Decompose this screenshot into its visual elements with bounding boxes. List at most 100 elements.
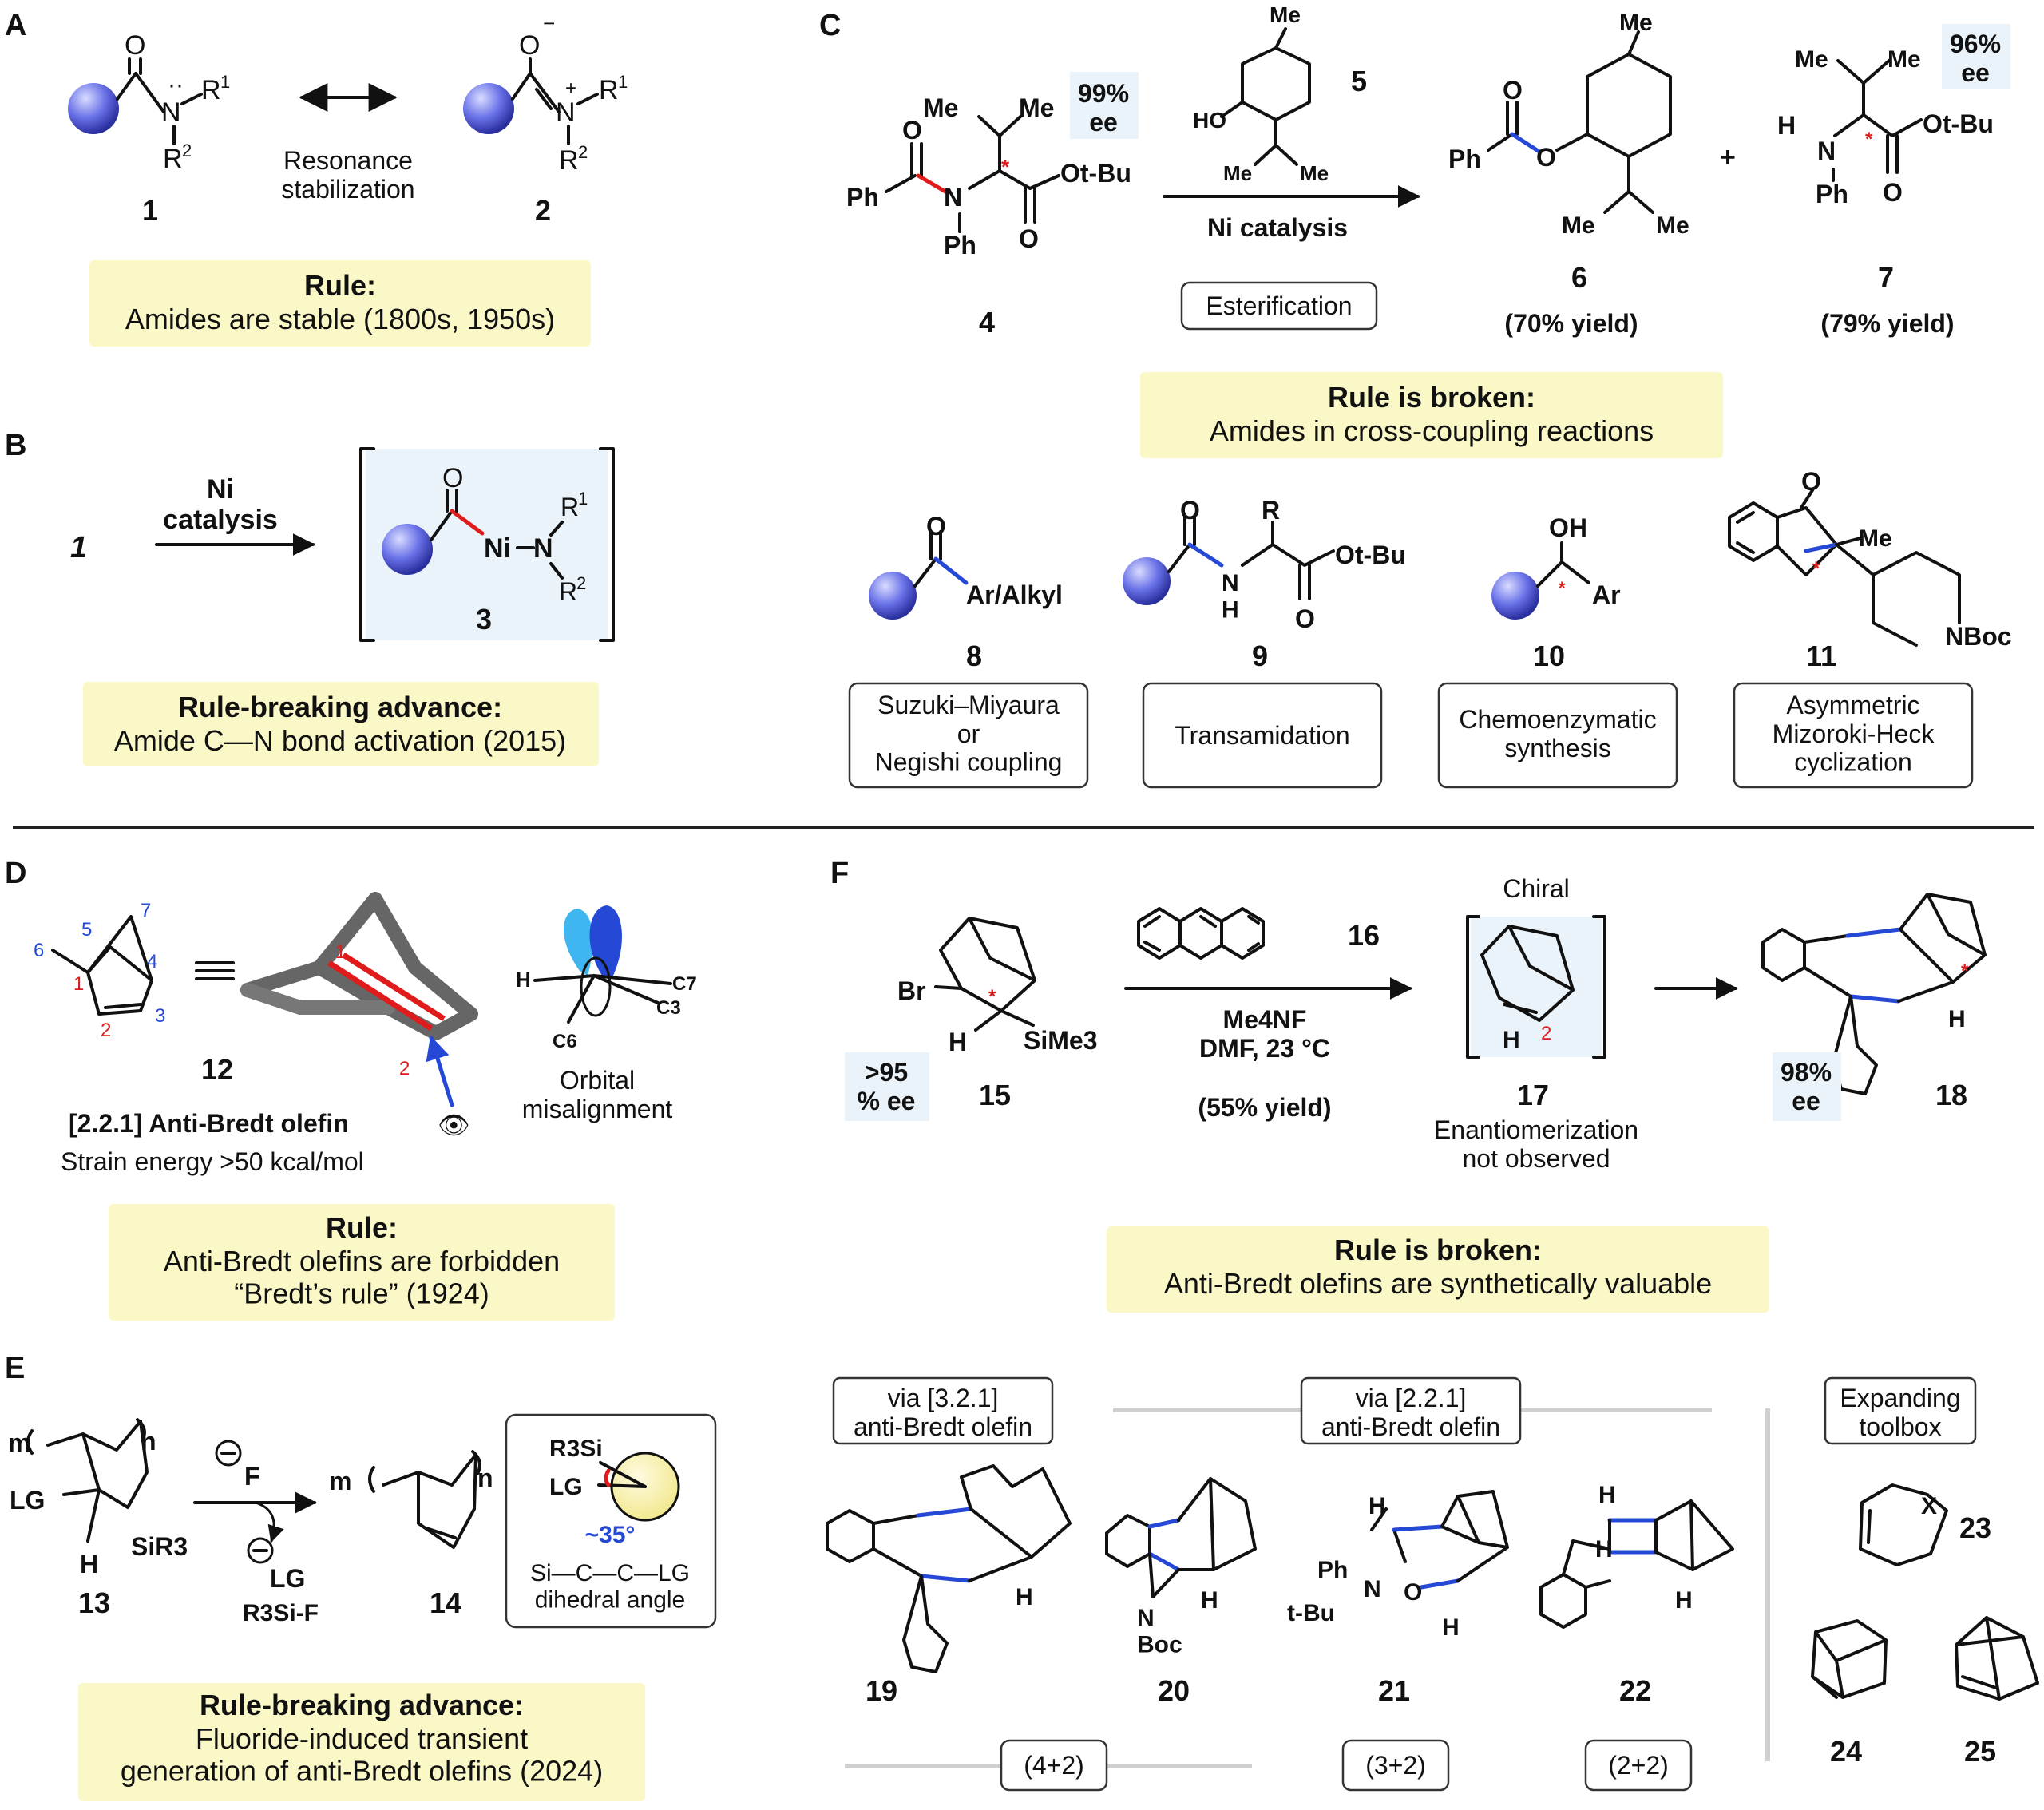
svg-text:SiMe3: SiMe3 xyxy=(1024,1026,1097,1055)
svg-text:O: O xyxy=(1404,1579,1422,1606)
compound-10: 10 xyxy=(1533,640,1565,672)
compound-25: 25 xyxy=(1964,1735,1996,1768)
svg-text:O: O xyxy=(1019,224,1039,253)
svg-text:Chiral: Chiral xyxy=(1503,874,1570,903)
svg-text:*: * xyxy=(1812,558,1820,580)
svg-text:*: * xyxy=(1001,155,1010,179)
rule-note-d xyxy=(109,1204,615,1321)
svg-text:C6: C6 xyxy=(553,1031,577,1052)
svg-text:Rule is broken:: Rule is broken: xyxy=(1328,381,1535,414)
compound-1: 1 xyxy=(142,194,158,227)
svg-text:Esterification: Esterification xyxy=(1206,291,1352,320)
svg-text:R: R xyxy=(559,577,577,606)
svg-text:H: H xyxy=(1598,1482,1616,1508)
compound-21: 21 xyxy=(1378,1674,1410,1707)
svg-text:(2+2): (2+2) xyxy=(1608,1751,1669,1780)
svg-text:Me: Me xyxy=(1562,212,1595,239)
svg-text:Rule:: Rule: xyxy=(326,1211,398,1244)
svg-text:Ot-Bu: Ot-Bu xyxy=(1923,109,1994,138)
compound-15: 15 xyxy=(979,1079,1011,1111)
svg-text:5: 5 xyxy=(81,919,92,941)
ee-highlight-7 xyxy=(1942,24,2010,89)
compound-8: 8 xyxy=(966,640,982,672)
compound-5: 5 xyxy=(1351,65,1367,97)
svg-text:O: O xyxy=(1883,178,1903,207)
svg-text:N: N xyxy=(533,533,553,564)
svg-text:H: H xyxy=(1595,1536,1613,1562)
svg-text:1: 1 xyxy=(335,941,346,963)
svg-text:2: 2 xyxy=(182,141,192,160)
svg-text:1: 1 xyxy=(618,72,628,92)
intermediate-highlight-17 xyxy=(1471,917,1602,1057)
svg-text:O: O xyxy=(1180,496,1200,525)
example-box-8 xyxy=(848,682,1089,789)
svg-text:R: R xyxy=(561,493,579,521)
svg-text:O: O xyxy=(902,116,922,145)
ee-highlight-4 xyxy=(1070,72,1139,139)
svg-text:Ni catalysis: Ni catalysis xyxy=(1207,213,1348,242)
advance-note-b xyxy=(83,682,599,766)
svg-text:HO: HO xyxy=(1193,108,1226,133)
p-orbital-lobe xyxy=(563,909,593,976)
svg-text:Me: Me xyxy=(1619,10,1653,36)
svg-text:··: ·· xyxy=(168,72,184,98)
svg-text:O: O xyxy=(926,512,946,541)
svg-text:1: 1 xyxy=(73,973,84,995)
svg-text:Me: Me xyxy=(1795,46,1828,73)
svg-text:F: F xyxy=(244,1462,260,1491)
svg-text:2: 2 xyxy=(101,1020,111,1041)
svg-text:2: 2 xyxy=(576,573,586,593)
svg-text:OH: OH xyxy=(1549,513,1587,542)
compound-23: 23 xyxy=(1959,1511,1991,1544)
svg-text:LG: LG xyxy=(549,1474,583,1500)
svg-text:Amide C—N bond activation (201: Amide C—N bond activation (2015) xyxy=(114,724,566,757)
svg-text:Ar: Ar xyxy=(1592,580,1621,609)
svg-text:7: 7 xyxy=(141,900,151,921)
example-box-9 xyxy=(1142,682,1383,789)
svg-text:NBoc: NBoc xyxy=(1945,622,2012,651)
svg-text:2: 2 xyxy=(578,142,588,162)
svg-text:n: n xyxy=(477,1463,493,1492)
substituent-sphere xyxy=(1491,572,1539,620)
compound-3: 3 xyxy=(476,603,492,636)
svg-text:3: 3 xyxy=(155,1005,165,1027)
broken-note-f xyxy=(1107,1226,1769,1313)
ee-highlight-15 xyxy=(845,1052,929,1121)
svg-text:Ph: Ph xyxy=(1317,1557,1348,1583)
compound-24: 24 xyxy=(1830,1735,1862,1768)
via-221-box xyxy=(1300,1376,1522,1445)
svg-text:Me: Me xyxy=(1270,2,1301,27)
svg-text:O: O xyxy=(1801,467,1821,496)
svg-text:*: * xyxy=(1865,129,1873,150)
svg-text:O: O xyxy=(442,463,463,493)
svg-text:(55% yield): (55% yield) xyxy=(1198,1093,1331,1122)
compound-13: 13 xyxy=(78,1586,110,1619)
advance-note-e xyxy=(78,1683,645,1801)
svg-text:R3Si: R3Si xyxy=(549,1436,603,1462)
p-orbital-lobe xyxy=(589,905,622,979)
svg-text:Me: Me xyxy=(1300,161,1329,185)
svg-text:via [2.2.1]anti-Bredt olefin: via [2.2.1]anti-Bredt olefin xyxy=(1321,1384,1500,1441)
rule-text: Amides are stable (1800s, 1950s) xyxy=(125,303,555,335)
svg-text:SiR3: SiR3 xyxy=(131,1532,188,1561)
svg-text:Me: Me xyxy=(1859,525,1892,552)
start-compound-1: 1 xyxy=(70,531,87,564)
svg-text:Ar/Alkyl: Ar/Alkyl xyxy=(966,580,1063,609)
compound-22: 22 xyxy=(1619,1674,1651,1707)
svg-text:Ph: Ph xyxy=(944,231,976,259)
svg-text:R3Si-F: R3Si-F xyxy=(243,1600,319,1626)
svg-text:99%ee: 99%ee xyxy=(1078,79,1129,137)
panel-letter-d: D xyxy=(5,857,26,890)
svg-text:H: H xyxy=(1369,1493,1386,1519)
svg-text:O: O xyxy=(1295,604,1315,633)
svg-text:Ph: Ph xyxy=(846,183,879,212)
svg-text:98%ee: 98%ee xyxy=(1781,1058,1832,1115)
svg-text:+: + xyxy=(1720,142,1736,172)
compound-12: 12 xyxy=(201,1053,233,1086)
